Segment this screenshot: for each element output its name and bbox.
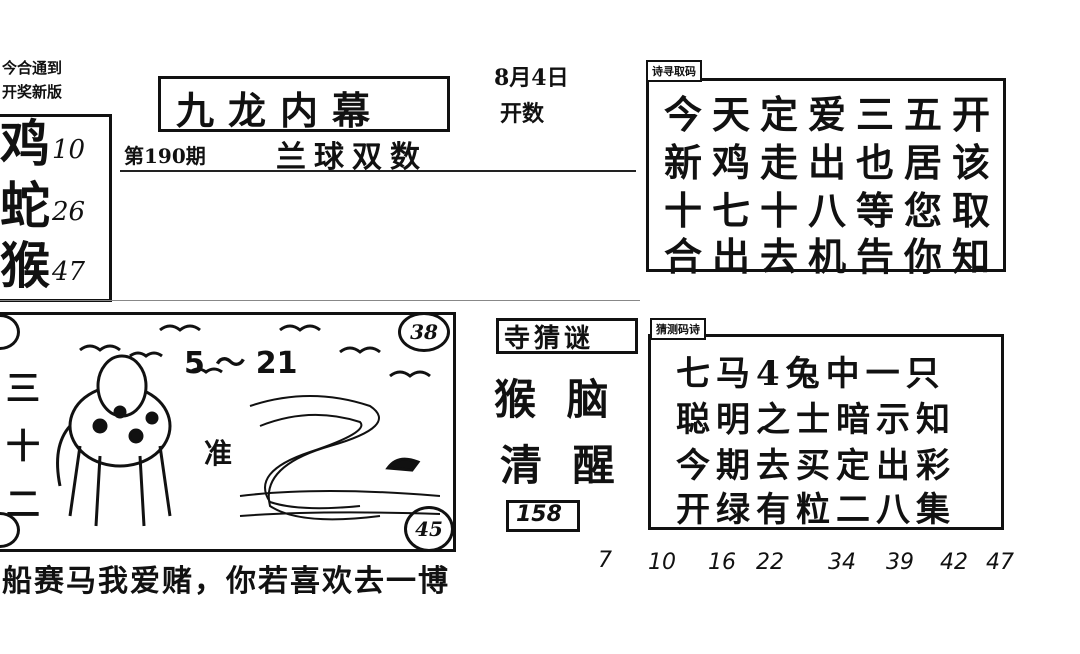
poem2-line: 今期去买定出彩 xyxy=(676,446,956,486)
number: 7 xyxy=(598,548,612,573)
issue-number: 第190期 xyxy=(124,144,206,168)
zodiac-num: 10 xyxy=(52,135,86,165)
left-vertical-char: 三 xyxy=(6,369,40,409)
poem-line: 十七十八等您取 xyxy=(664,188,1001,233)
hint-code-box xyxy=(506,500,580,532)
boat xyxy=(385,457,421,472)
badge-bottom: 45 xyxy=(404,506,454,552)
hint-label: 寺猜谜 xyxy=(504,324,595,354)
badge-bottom-text: 45 xyxy=(415,517,443,541)
draw-label: 开数 xyxy=(500,101,545,127)
date-label: 8月4日 xyxy=(494,65,569,91)
river xyxy=(239,395,440,521)
left-vertical-char: 二 xyxy=(6,485,40,525)
number: 47 xyxy=(986,550,1014,575)
badge-top-text: 38 xyxy=(410,320,438,344)
left-vertical-char: 十 xyxy=(6,427,40,467)
zodiac-num: 26 xyxy=(52,197,86,227)
zodiac-char: 蛇 xyxy=(0,176,50,235)
poem-line: 合出去机告你知 xyxy=(664,234,1001,279)
zodiac-row: 鸡 10 xyxy=(0,118,85,170)
poem2-line: 开绿有粒二八集 xyxy=(676,490,956,530)
page-title: 九龙内幕 xyxy=(176,88,385,133)
top-left-note-line: 今合通到 xyxy=(2,59,63,77)
left-vertical-text: 三 十 二 xyxy=(6,360,40,534)
number: 39 xyxy=(886,550,914,575)
horse-river-illustration xyxy=(56,324,440,527)
poem2-box xyxy=(648,334,1004,530)
hint-line: 猴 脑 xyxy=(494,375,617,424)
issue-subtitle: 兰球双数 xyxy=(276,140,428,175)
poem2-line: 七马4兔中一只 xyxy=(676,354,946,394)
number: 16 xyxy=(708,550,736,575)
zodiac-char: 猴 xyxy=(0,236,50,295)
hint-code: 158 xyxy=(516,502,562,527)
poem-line: 新鸡走出也居该 xyxy=(664,140,1001,185)
side-char: 准 xyxy=(204,437,233,470)
poem2-tag: 猜测码诗 xyxy=(650,318,706,340)
number: 34 xyxy=(828,550,856,575)
number: 42 xyxy=(940,550,968,575)
hint-line: 清 醒 xyxy=(500,441,623,490)
poem-box-tag: 诗寻取码 xyxy=(646,60,702,82)
badge-top: 38 xyxy=(398,312,450,352)
bottom-slogan: 船赛马我爱赌，你若喜欢去一博 xyxy=(2,564,450,599)
poem-line: 今天定爱三五开 xyxy=(664,92,1001,137)
poem-box xyxy=(646,78,1006,272)
horse xyxy=(56,354,172,527)
birds xyxy=(79,324,431,378)
divider xyxy=(0,300,640,301)
number: 10 xyxy=(648,550,676,575)
zodiac-row: 蛇 26 xyxy=(0,180,85,232)
poem2-line: 聪明之士暗示知 xyxy=(676,400,956,440)
zodiac-char: 鸡 xyxy=(0,114,50,173)
title-box xyxy=(158,76,450,132)
zodiac-row: 猴 47 xyxy=(0,240,85,292)
top-left-note-line: 开奖新版 xyxy=(2,83,63,101)
hint-label-box xyxy=(496,318,638,354)
zodiac-num: 47 xyxy=(52,257,86,287)
picture-box xyxy=(0,312,456,552)
number: 22 xyxy=(756,550,784,575)
range-text: 5 ～ 21 xyxy=(184,346,298,381)
issue-underline xyxy=(120,170,636,172)
top-left-note: 今合通到 开奖新版 xyxy=(2,56,62,104)
